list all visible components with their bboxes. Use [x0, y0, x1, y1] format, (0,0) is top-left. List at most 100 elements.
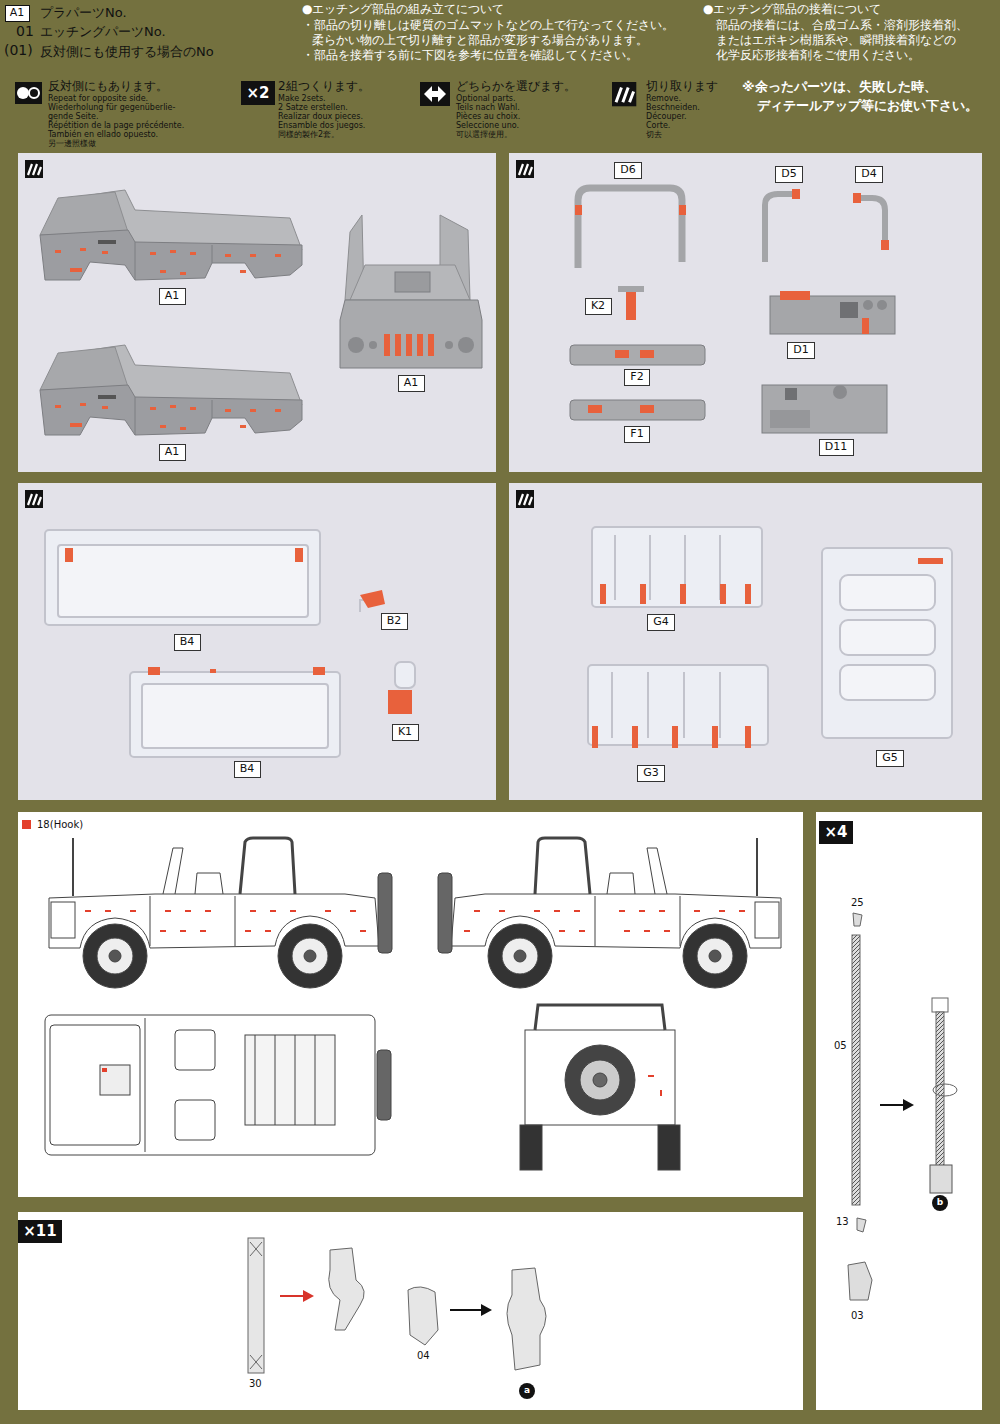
panel: [516, 490, 534, 508]
node-text: A1: [165, 446, 180, 458]
part-label: D4: [855, 166, 883, 183]
plastic-part: [762, 385, 887, 433]
plastic-part: [384, 334, 434, 356]
clear-part: [840, 575, 935, 610]
clear-part: [142, 684, 328, 748]
instruction-text: gende Seite.: [48, 113, 98, 122]
cut-mark: [745, 584, 751, 604]
part-label: A1: [398, 375, 425, 392]
cut-mark: [388, 690, 412, 714]
cut-mark: [632, 726, 638, 748]
node-text: B2: [387, 615, 402, 627]
callout-number: 25: [851, 897, 864, 908]
etched-strap: [933, 1084, 957, 1096]
cut-mark: [720, 584, 726, 604]
part-label: G5: [876, 750, 904, 767]
plastic-part: [679, 205, 686, 215]
cut-mark: [712, 726, 718, 748]
instruction-text: 切去: [646, 131, 662, 140]
plastic-part: [626, 292, 636, 320]
part-label: G3: [637, 765, 665, 782]
vehicle-drawing: [49, 838, 392, 988]
node-text: ×2: [246, 85, 269, 102]
clear-part: [612, 672, 720, 738]
header-icons: [17, 87, 29, 99]
vehicle-drawing: [520, 1125, 542, 1170]
vehicle-drawing: [175, 1030, 215, 1070]
cut-mark: [640, 584, 646, 604]
plastic-part: [445, 341, 453, 349]
etched-hook: [303, 1290, 314, 1302]
etched-strap: [853, 913, 862, 926]
instruction-text: Seleccione uno.: [456, 122, 519, 131]
cut-mark: [210, 669, 216, 673]
instruction-text: Repeat for opposite side.: [48, 95, 148, 104]
part-label: F2: [624, 369, 650, 386]
etched-strap: [936, 1012, 944, 1167]
node-text: D5: [781, 168, 796, 180]
part-number-box: A1: [5, 5, 30, 22]
header-icons: [29, 88, 39, 98]
vehicle-drawing: [580, 1060, 620, 1100]
instruction-text: Remove.: [646, 95, 681, 104]
cut-mark: [680, 584, 686, 604]
part-label: K1: [392, 724, 419, 741]
count-icon: ×4: [819, 821, 853, 844]
instruction-text: どちらかを選びます。: [456, 80, 576, 93]
plastic-part: [578, 188, 682, 268]
plastic-part: [765, 194, 796, 262]
vehicle-drawing: [175, 1100, 215, 1140]
instruction-text: Découper.: [646, 113, 687, 122]
vehicle-drawing: [525, 1030, 675, 1125]
header-icons: [424, 86, 446, 102]
instruction-text: También en ellado opuesto.: [48, 131, 158, 140]
plastic-part: [780, 291, 810, 300]
panel: [25, 490, 43, 508]
node-text: G3: [643, 767, 659, 779]
callout-number: 05: [834, 1040, 847, 1051]
header-icons: [612, 82, 636, 106]
cut-mark: [672, 726, 678, 748]
clear-part: [45, 527, 952, 757]
panel: [509, 483, 982, 800]
panel: [25, 160, 43, 178]
clear-part: [840, 665, 935, 700]
plastic-part: [785, 388, 797, 400]
etched-strap: [930, 1165, 952, 1193]
node-text: b: [937, 1198, 943, 1208]
part-label: A1: [159, 288, 186, 305]
vehicle-drawing: [658, 1125, 680, 1170]
part-label: A1: [159, 444, 186, 461]
plastic-part: [458, 337, 474, 353]
instruction-text: 柔らかい物の上で切り離すと部品が変形する場合があります。: [312, 34, 648, 47]
node-text: F1: [630, 428, 643, 440]
plastic-part: [770, 296, 895, 334]
plastic-part: [792, 189, 800, 199]
instruction-text: Ensamble dos juegos.: [278, 122, 365, 131]
plastic-part: [640, 405, 654, 413]
part-label: D11: [819, 439, 854, 456]
part-label: K2: [585, 298, 612, 315]
plastic-part: [348, 337, 364, 353]
part-label: D5: [775, 166, 803, 183]
plastic-part: [863, 300, 873, 310]
cut-mark: [65, 548, 73, 562]
header-icons: [15, 82, 42, 104]
vehicle-drawing: [648, 1075, 654, 1077]
instruction-text: ・部品を接着する前に下図を参考に位置を確認してください。: [302, 49, 638, 62]
clear-part: [592, 527, 762, 607]
plastic-part: [417, 334, 423, 356]
panel: [516, 160, 534, 178]
instruction-text: 另一邊照樣做: [48, 140, 96, 149]
vehicle-drawing: [593, 1073, 607, 1087]
vehicle-drawing: [102, 1068, 662, 1096]
plastic-part: [615, 350, 629, 358]
instruction-text: 同樣的製作2套。: [278, 131, 339, 140]
node-text: F2: [630, 371, 643, 383]
count-icon: ×11: [18, 1220, 62, 1243]
etched-strap: [903, 1099, 914, 1111]
instruction-text: 化学反応形接着剤をご使用ください。: [716, 49, 920, 62]
instruction-text: Corte.: [646, 122, 670, 131]
etched-hook: [481, 1304, 492, 1316]
